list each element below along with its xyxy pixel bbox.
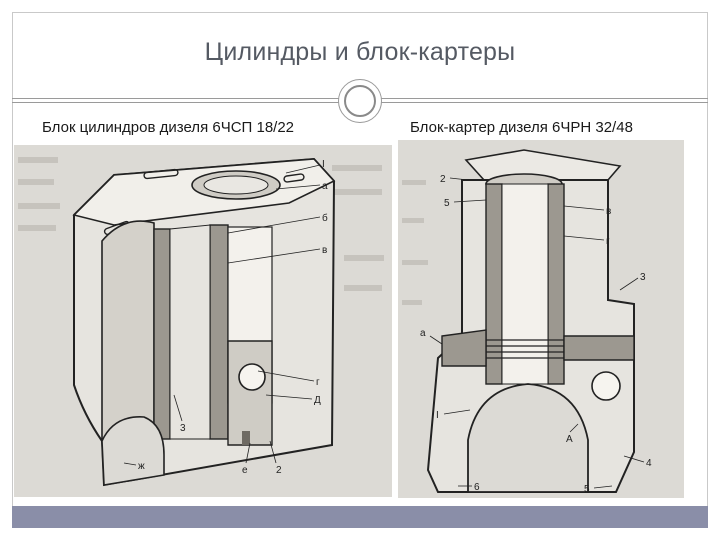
left-label-1: I bbox=[322, 159, 325, 170]
left-label-3: б bbox=[322, 212, 328, 224]
left-label-10: ж bbox=[138, 461, 145, 472]
right-label-9: 4 bbox=[646, 458, 652, 469]
right-label-1: 2 bbox=[440, 174, 446, 185]
footer-bar bbox=[12, 506, 708, 528]
left-figure-caption: Блок цилиндров дизеля 6ЧСП 18/22 bbox=[42, 119, 295, 136]
slide-title: Цилиндры и блок-картеры bbox=[204, 38, 516, 66]
left-label-8: е bbox=[242, 465, 248, 476]
right-label-3: в bbox=[606, 206, 611, 217]
cylinder-block-drawing: I а б в г Д 2 е 3 ж bbox=[14, 145, 392, 497]
right-label-5: 3 bbox=[640, 272, 646, 283]
left-label-9: 3 bbox=[180, 423, 186, 434]
cylinder-block-svg: I а б в г Д 2 е 3 ж bbox=[18, 157, 384, 487]
right-label-2: 5 bbox=[444, 198, 450, 209]
right-label-8: А bbox=[566, 434, 573, 445]
crankcase-block-svg: 2 5 в г 3 а I А 4 6 5 bbox=[402, 149, 652, 495]
right-figure-caption: Блок-картер дизеля 6ЧРН 32/48 bbox=[410, 119, 633, 136]
divider-ring-ornament bbox=[338, 79, 382, 123]
right-label-4: г bbox=[606, 236, 610, 247]
left-label-4: в bbox=[322, 245, 327, 256]
left-label-7: 2 bbox=[276, 465, 282, 476]
right-label-7: I bbox=[436, 410, 439, 421]
left-label-5: г bbox=[316, 377, 320, 388]
right-label-6: а bbox=[420, 328, 426, 339]
crankcase-block-drawing: 2 5 в г 3 а I А 4 6 5 bbox=[398, 140, 684, 498]
left-label-6: Д bbox=[314, 395, 321, 406]
left-label-2: а bbox=[322, 181, 328, 192]
right-label-11: 5 bbox=[584, 484, 590, 495]
divider-ring-inner bbox=[344, 85, 376, 117]
right-label-10: 6 bbox=[474, 482, 480, 493]
